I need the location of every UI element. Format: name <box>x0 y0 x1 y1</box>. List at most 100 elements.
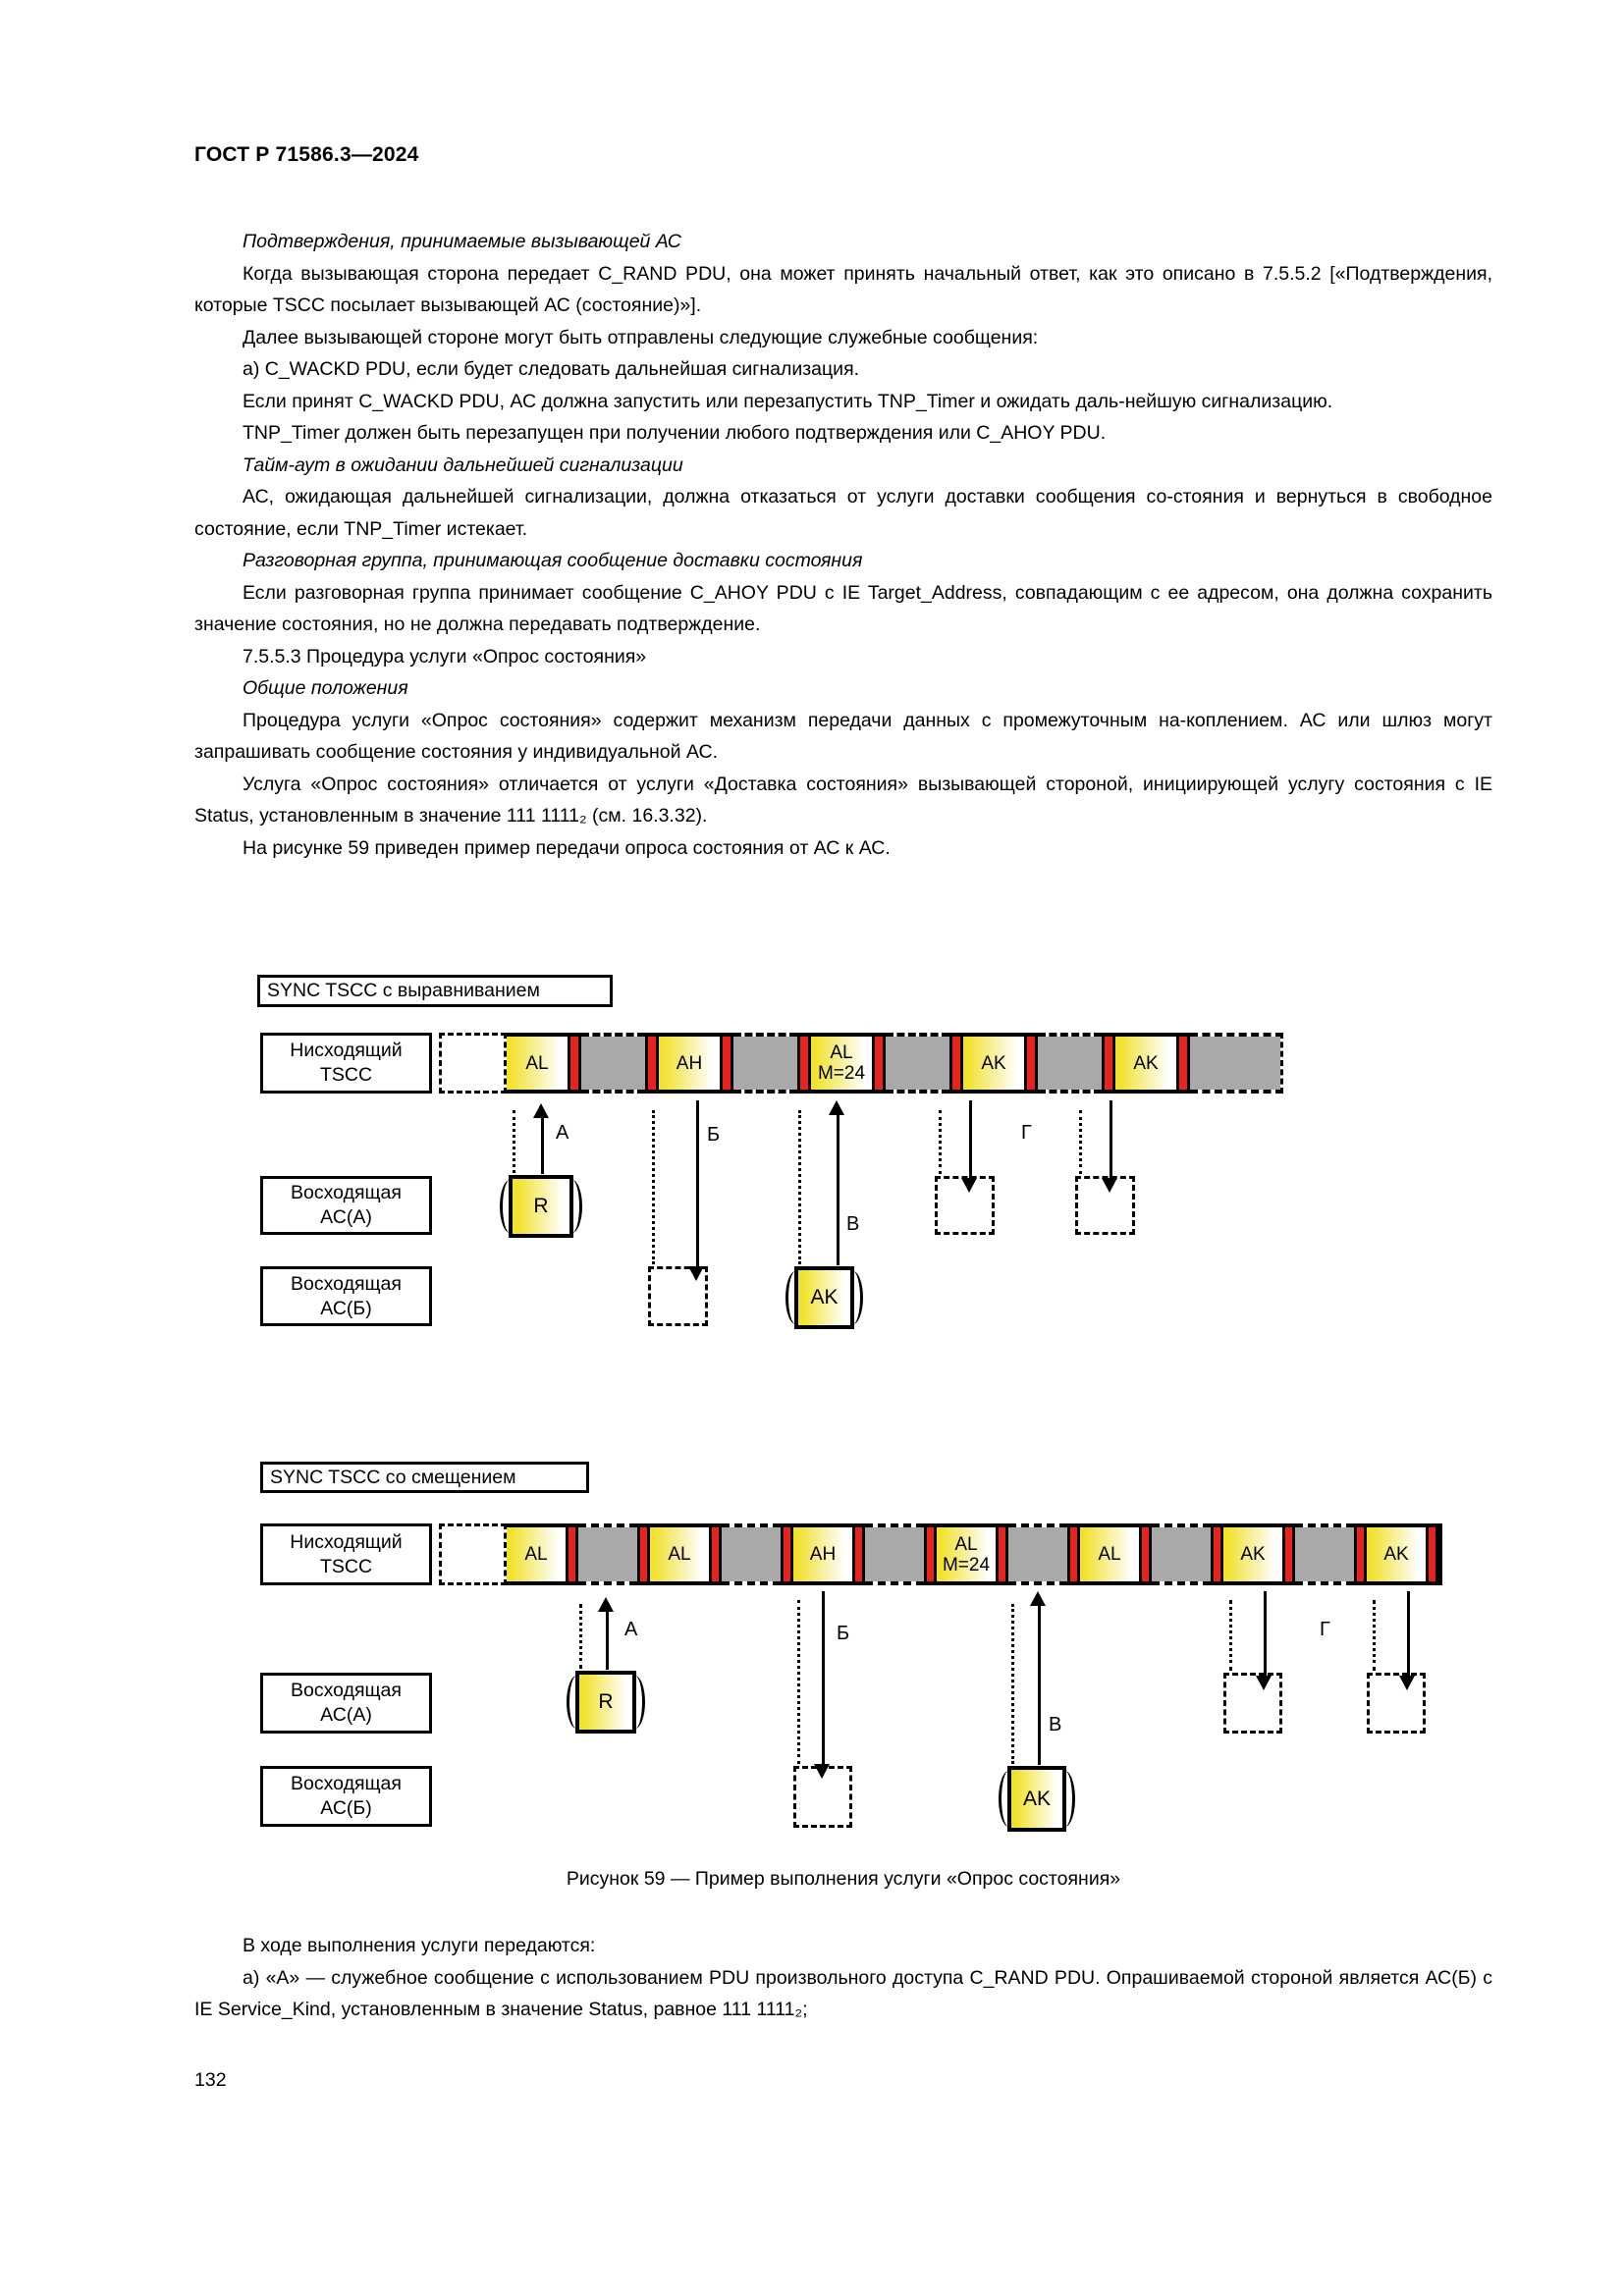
figure-1-dotted-guide-line <box>798 1110 801 1264</box>
figure-1-gray-cell <box>1038 1033 1102 1094</box>
paragraph: а) «А» — служебное сообщение с использов… <box>194 1966 1492 2021</box>
paragraph: Когда вызывающая сторона передает C_RAND… <box>194 262 1492 317</box>
figure-2-tx-box-r-text: R <box>598 1690 614 1713</box>
figure-1-gray-cell-end <box>1190 1033 1283 1094</box>
figure-2-uplink-aca-box-text: АС(А) <box>320 1704 372 1726</box>
figure-1-downlink-tscc-box-text: TSCC <box>319 1064 373 1086</box>
figure-1-down-arrow-head-icon <box>1102 1178 1117 1193</box>
figure-1-dotted-guide-line <box>513 1110 515 1173</box>
figure-1-uplink-acb-box-text: АС(Б) <box>320 1297 372 1319</box>
figure-1-slot-cell-al-text: AL <box>525 1052 549 1074</box>
figure-2-red-stripe <box>924 1523 937 1585</box>
paragraph: Подтверждения, принимаемые вызывающей АС <box>243 231 681 252</box>
figure-1-uplink-aca-box-text: АС(А) <box>320 1206 372 1228</box>
figure-2-arrow-label-g-text: Г <box>1320 1619 1330 1640</box>
paragraph: В ходе выполнения услуги передаются: <box>243 1935 596 1956</box>
figure-1-arrow-label-g-text: Г <box>1021 1122 1032 1144</box>
paragraph: Разговорная группа, принимающая сообщени… <box>243 550 863 571</box>
figure-2-arrow-label-a: А <box>624 1619 637 1641</box>
figure-1-rx-dashed-box <box>935 1176 995 1235</box>
figure-2-bar-end-border <box>1438 1523 1442 1585</box>
figure-2-red-stripe <box>781 1523 793 1585</box>
figure-1-gray-cell <box>733 1033 797 1094</box>
figure-2-dotted-guide-line <box>797 1600 800 1764</box>
paragraph: Услуга «Опрос состояния» отличается от у… <box>194 773 1492 828</box>
figure-1-tx-box-ak: AK <box>785 1266 863 1329</box>
paragraph: Если разговорная группа принимает сообще… <box>194 581 1492 636</box>
figure-1-red-stripe <box>797 1033 811 1094</box>
figure-1-slot-cell-al: AL <box>507 1033 568 1094</box>
figure-1-arrow-label-b: Б <box>707 1124 720 1147</box>
figure-2-down-arrow-head-icon <box>814 1764 830 1779</box>
figure-1-dotted-guide-line <box>652 1110 655 1264</box>
figure-2-slot-cell-al: AL <box>507 1523 566 1585</box>
figure-1-red-stripe <box>949 1033 963 1094</box>
figure-2-slot-cell-al-text: AL <box>524 1544 548 1565</box>
figure-2-slot-cell-ak-text: AK <box>1383 1544 1409 1565</box>
paragraph: TNP_Timer должен быть перезапущен при по… <box>243 422 1107 444</box>
figure-1-arrow-label-g: Г <box>1021 1122 1032 1145</box>
figure-2-slot-cell-ah-text: AH <box>809 1544 837 1565</box>
figure-2-rx-dashed-box <box>1223 1673 1282 1734</box>
figure-2-slot-cell-ak: AK <box>1367 1523 1426 1585</box>
figure-1-slot-cell-al-text: M=24 <box>817 1063 866 1084</box>
figure-1-tx-box-r: R <box>500 1175 582 1238</box>
figure-1-slot-cell-ak: AK <box>963 1033 1024 1094</box>
figure-1-slot-cell-ak: AK <box>1115 1033 1176 1094</box>
figure-2-arrow-label-a-text: А <box>624 1619 638 1640</box>
figure-1-gray-cell <box>581 1033 645 1094</box>
figure-1-down-arrow-shaft <box>1110 1100 1112 1180</box>
figure-2-dotted-guide-line <box>1373 1600 1376 1671</box>
figure-2-slot-cell-al-text: AL <box>1098 1544 1121 1565</box>
figure-2-arrow-label-b: Б <box>837 1623 849 1645</box>
figure-2-down-arrow-shaft <box>1407 1591 1410 1678</box>
figure-2-dashed-start-cell <box>439 1523 507 1585</box>
figure-2-red-stripe <box>566 1523 578 1585</box>
figure-2-slot-cell-ak: AK <box>1223 1523 1282 1585</box>
figure-2-down-arrow-shaft <box>822 1591 825 1766</box>
figure-2-slot-cell-al: AL <box>1080 1523 1139 1585</box>
figure-2-up-arrow-shaft <box>606 1610 609 1670</box>
paragraph: На рисунке 59 приведен пример передачи о… <box>243 836 891 859</box>
figure-2-up-arrow-shaft <box>1038 1604 1041 1765</box>
document-header: ГОСТ Р 71586.3—2024 <box>194 143 419 166</box>
figure-1-dashed-start-cell <box>439 1033 507 1094</box>
figure-1-up-arrow-head-icon <box>533 1103 549 1118</box>
figure-2-sync-title: SYNC TSCC со смещением <box>260 1462 589 1493</box>
figure-2-up-arrow-head-icon <box>1030 1591 1046 1606</box>
paragraph: Далее вызывающей стороне могут быть отпр… <box>243 326 1039 348</box>
figure-1-up-arrow-head-icon <box>829 1100 844 1115</box>
figure-2-red-stripe <box>709 1523 722 1585</box>
figure-2-slot-cell-ak-text: AK <box>1240 1544 1266 1565</box>
figure-2-tx-box-r: R <box>567 1671 645 1734</box>
figure-2-uplink-acb-box-text: АС(Б) <box>320 1797 372 1819</box>
body-text: Подтверждения, принимаемые вызывающей АС… <box>194 226 1492 864</box>
figure-1-uplink-acb-box-text: Восходящая <box>291 1272 402 1295</box>
figure-2-gray-cell <box>1008 1523 1067 1585</box>
figure-2-red-stripe <box>996 1523 1008 1585</box>
footer-text: В ходе выполнения услуги передаются: а) «… <box>194 1930 1492 2026</box>
figure-2-gray-cell <box>722 1523 781 1585</box>
figure-1-red-stripe <box>720 1033 733 1094</box>
paragraph: Тайм-аут в ожидании дальнейшей сигнализа… <box>243 454 683 476</box>
figure-2-arrow-label-v-text: В <box>1049 1714 1062 1735</box>
figure-1-down-arrow-head-icon <box>688 1266 704 1281</box>
figure-2-gray-cell <box>578 1523 637 1585</box>
figure-2-down-arrow-shaft <box>1264 1591 1267 1678</box>
figure-2-slot-cell-al-text: AL <box>668 1544 691 1565</box>
figure-1-arrow-label-v: В <box>846 1213 859 1236</box>
paragraph: 7.5.5.3 Процедура услуги «Опрос состояни… <box>243 645 647 667</box>
figure-1-dotted-guide-line <box>1079 1110 1082 1174</box>
figure-2-down-arrow-head-icon <box>1399 1676 1415 1690</box>
figure-1-down-arrow-shaft <box>696 1100 699 1268</box>
figure-2-rx-dashed-box <box>1367 1673 1426 1734</box>
figure-1-tx-box-ak-text: AK <box>810 1286 839 1308</box>
figure-caption: Рисунок 59 — Пример выполнения услуги «О… <box>566 1868 1121 1890</box>
paragraph: Общие положения <box>243 677 408 699</box>
figure-1-sync-title: SYNC TSCC с выравниванием <box>257 975 613 1007</box>
figure-1-uplink-aca-box-text: Восходящая <box>291 1182 402 1203</box>
paragraph: а) C_WACKD PDU, если будет следовать дал… <box>243 358 860 380</box>
